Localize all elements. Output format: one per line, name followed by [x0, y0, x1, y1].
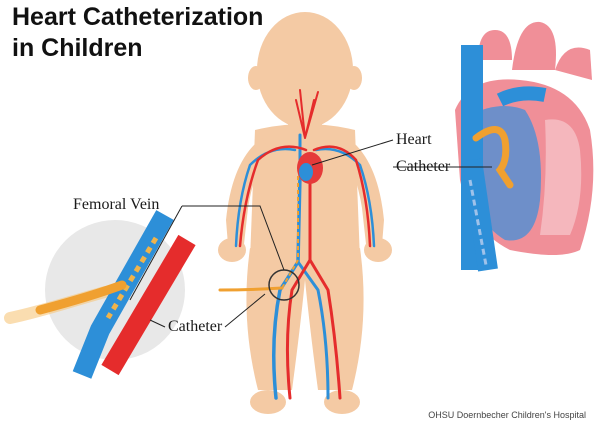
heart-label: Heart	[396, 131, 432, 148]
credit-text: OHSU Doernbecher Children's Hospital	[428, 410, 586, 420]
arteries	[238, 89, 372, 400]
body-heart	[297, 152, 323, 184]
title-line-1: Heart Catheterization	[12, 3, 264, 31]
catheter-in-body	[281, 176, 299, 289]
catheter-label-leg: Catheter	[168, 318, 223, 335]
diagram-title: Heart Catheterization in Children	[12, 2, 263, 64]
femoral-vein-label: Femoral Vein	[73, 196, 160, 213]
femoral-zoom-inset	[4, 210, 196, 379]
large-heart	[455, 21, 594, 272]
veins	[234, 133, 376, 400]
catheter-external	[218, 286, 284, 292]
leader-lines	[129, 139, 492, 328]
title-line-2: in Children	[12, 34, 143, 62]
catheter-label-heart: Catheter	[396, 158, 451, 175]
